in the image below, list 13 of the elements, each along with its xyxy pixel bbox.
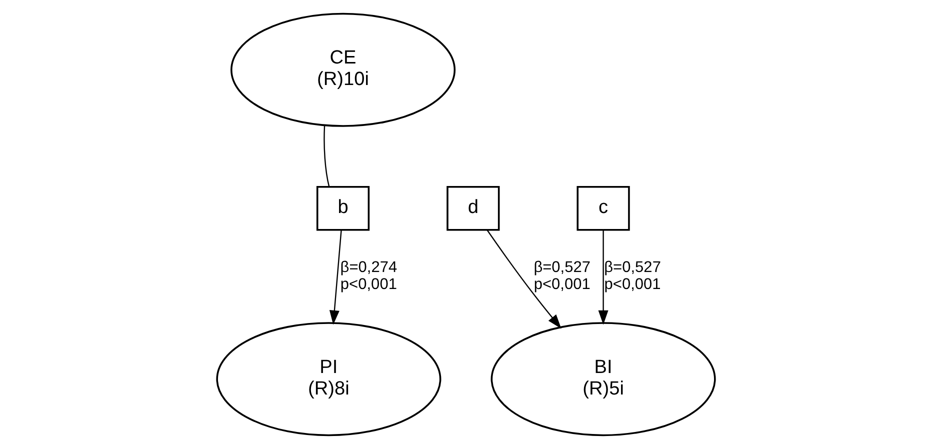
edge-label: β=0,527 p<0,001: [604, 258, 660, 292]
node-ellipse: CE (R)10i: [230, 12, 456, 126]
node-ellipse: PI (R)8i: [216, 322, 441, 436]
edge-label: β=0,527 p<0,001: [533, 258, 590, 292]
node-ellipse: BI (R)5i: [490, 322, 716, 436]
node-box: d: [446, 186, 500, 230]
connector: [323, 124, 330, 186]
arrow: [598, 229, 608, 324]
arrow: [328, 229, 342, 324]
node-box: b: [316, 186, 370, 230]
node-box: c: [576, 186, 630, 230]
arrow: [486, 229, 561, 328]
edge-label: β=0,274 p<0,001: [340, 258, 397, 292]
